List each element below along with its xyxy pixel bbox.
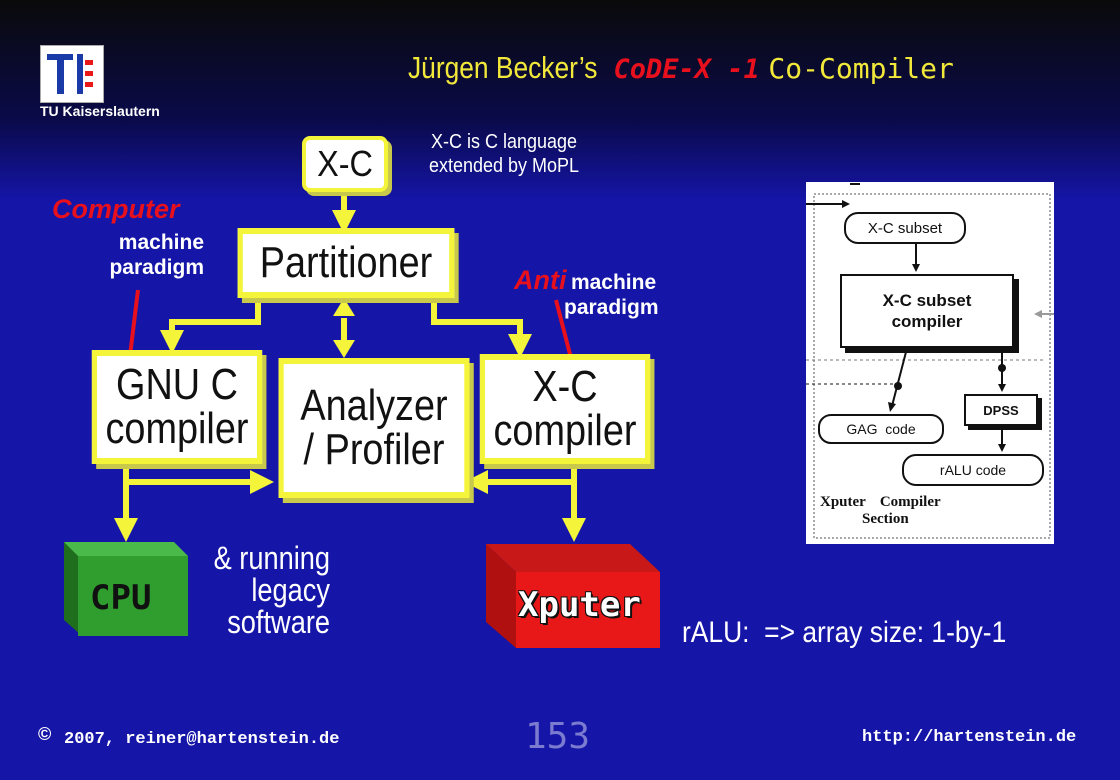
xc-description: X-C is C language extended by MoPL bbox=[405, 130, 603, 178]
analyzer-profiler-box: Analyzer / Profiler bbox=[278, 358, 470, 498]
gnu-compiler-line2: compiler bbox=[105, 404, 249, 453]
cpu-label: CPU bbox=[90, 578, 152, 618]
computer-paradigm-line1: machine bbox=[118, 231, 204, 254]
xputer-block-icon bbox=[486, 544, 660, 648]
xc-compiler-line1: X-C bbox=[532, 362, 598, 411]
xc-description-line1: X-C is C language bbox=[430, 131, 578, 153]
xc-input-box: X-C bbox=[302, 136, 388, 192]
copyright-text: 2007, reiner@hartenstein.de bbox=[64, 730, 340, 749]
inset-lines bbox=[806, 183, 1054, 539]
page-title: Jürgen Becker’s CoDE-X -1 Co-Compiler bbox=[408, 50, 954, 86]
anti-label: Anti bbox=[514, 265, 567, 295]
title-suffix: Co-Compiler bbox=[768, 52, 954, 85]
compiler-section-inset: X-C subset X-C subset compiler DPSS GAG … bbox=[806, 182, 1054, 544]
inset-gag-code: GAG code bbox=[818, 414, 944, 444]
computer-paradigm-text: machine paradigm bbox=[94, 230, 204, 280]
inset-gag-code-label: GAG code bbox=[846, 421, 916, 437]
partitioner-label: Partitioner bbox=[259, 238, 433, 287]
legacy-line1: & running bbox=[213, 540, 330, 576]
xputer-label: Xputer bbox=[518, 585, 641, 625]
inset-dpss: DPSS bbox=[964, 394, 1038, 426]
analyzer-line1: Analyzer bbox=[300, 381, 448, 430]
ralu-note: rALU: => array size: 1-by-1 bbox=[682, 616, 1007, 649]
anti-paradigm-line1: machine bbox=[570, 271, 657, 294]
inset-dpss-label: DPSS bbox=[983, 402, 1019, 418]
gnu-compiler-box: GNU C compiler bbox=[91, 350, 263, 464]
inset-ralu-code-label: rALU code bbox=[939, 462, 1007, 478]
inset-subset-compiler-line2: compiler bbox=[891, 312, 963, 331]
page-number: 153 bbox=[525, 716, 591, 757]
inset-xc-subset: X-C subset bbox=[844, 212, 966, 244]
anti-paradigm-line2: paradigm bbox=[564, 295, 659, 319]
copyright-symbol: © bbox=[38, 724, 52, 744]
tu-logo-mark-icon bbox=[47, 54, 93, 94]
inset-caption-line2: Section bbox=[862, 511, 909, 528]
legacy-line2: legacy bbox=[251, 572, 330, 608]
gnu-compiler-line1: GNU C bbox=[116, 360, 238, 409]
xc-compiler-line2: compiler bbox=[493, 406, 637, 455]
inset-caption-right: Compiler bbox=[879, 494, 941, 510]
computer-label: Computer bbox=[52, 194, 180, 224]
xc-compiler-box: X-C compiler bbox=[479, 354, 651, 464]
anti-paradigm-text: Anti machine paradigm bbox=[514, 265, 659, 319]
computer-paradigm-line2: paradigm bbox=[109, 256, 204, 280]
inset-caption: Xputer Compiler Section bbox=[818, 494, 1044, 529]
inset-subset-compiler: X-C subset compiler bbox=[840, 274, 1014, 348]
inset-caption-left: Xputer bbox=[820, 494, 866, 510]
cpu-block-icon bbox=[64, 542, 188, 636]
inset-subset-compiler-line1: X-C subset bbox=[882, 290, 972, 310]
legacy-software-text: & running legacy software bbox=[211, 542, 330, 638]
analyzer-line2: / Profiler bbox=[303, 425, 445, 474]
xc-description-line2: extended by MoPL bbox=[428, 155, 580, 177]
xc-input-label: X-C bbox=[317, 143, 373, 184]
inset-ralu-code: rALU code bbox=[902, 454, 1044, 486]
title-prefix: Jürgen Becker’s bbox=[408, 50, 598, 85]
footer-url: http://hartenstein.de bbox=[862, 728, 1077, 747]
tu-logo-icon bbox=[40, 45, 104, 103]
legacy-line3: software bbox=[227, 604, 330, 640]
title-highlight: CoDE-X -1 bbox=[613, 54, 760, 85]
logo-caption: TU Kaiserslautern bbox=[40, 103, 160, 119]
inset-xc-subset-label: X-C subset bbox=[867, 219, 943, 237]
partitioner-box: Partitioner bbox=[237, 228, 455, 298]
